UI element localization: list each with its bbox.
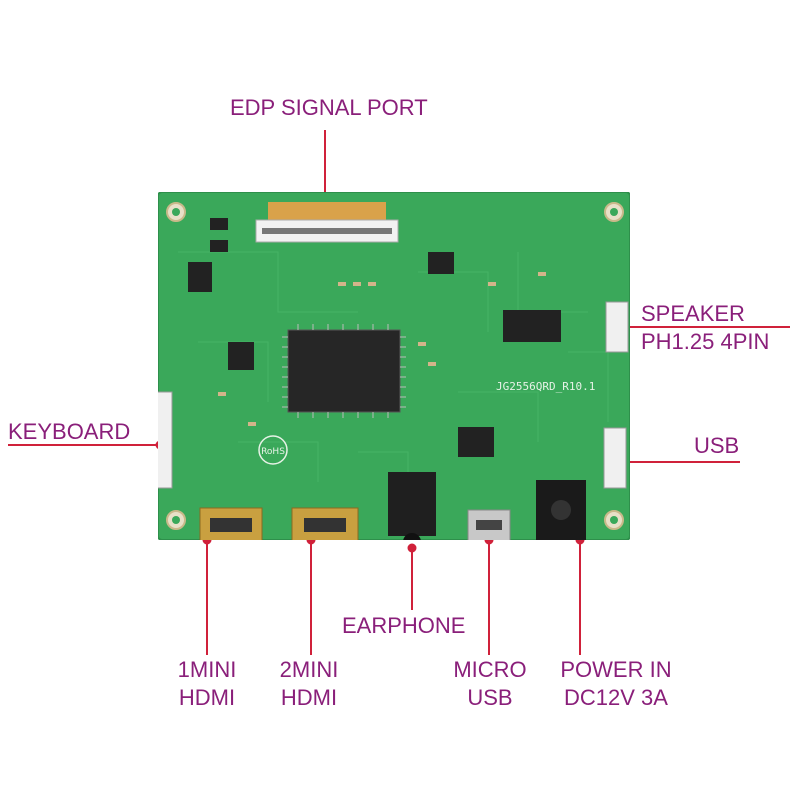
earphone-leader-dot [407, 543, 417, 553]
rohs-text: RoHS [261, 447, 285, 457]
power-in-label-line2: DC12V 3A [564, 684, 668, 710]
mini-hdmi-1-label-line2: HDMI [178, 684, 236, 710]
speaker-label: SPEAKER PH1.25 4PIN [641, 300, 769, 355]
main-chip [287, 329, 401, 413]
pcb-board: RoHS JG2556QRD_R10.1 [158, 192, 630, 540]
board-model-text: JG2556QRD_R10.1 [496, 380, 595, 393]
keyboard-label: KEYBOARD [8, 419, 131, 444]
speaker-connector [605, 301, 629, 353]
usb-label: USB [694, 433, 740, 458]
micro-usb-label-line2: USB [467, 684, 513, 710]
edp-signal-port-label: EDP SIGNAL PORT [230, 95, 428, 120]
edp-flex-tab [268, 202, 386, 224]
earphone-jack [388, 472, 436, 536]
micro-usb-label: MICRO USB [440, 656, 540, 711]
mini-hdmi-1-label: 1MINI HDMI [160, 656, 254, 711]
power-in-label: POWER IN DC12V 3A [548, 656, 684, 711]
keyboard-connector [158, 391, 173, 489]
mini-hdmi-2-label: 2MINI HDMI [262, 656, 356, 711]
micro-usb-label-line1: MICRO [453, 657, 527, 682]
earphone-label: EARPHONE [342, 613, 466, 638]
speaker-label-line2: PH1.25 4PIN [641, 328, 770, 354]
mini-hdmi-1-label-line1: 1MINI [177, 657, 237, 682]
usb-header-connector [603, 427, 627, 489]
audio-amp-chip [503, 310, 561, 342]
rohs-mark [258, 435, 288, 465]
power-in-label-line1: POWER IN [560, 657, 672, 682]
mini-hdmi-2-label-line2: HDMI [280, 684, 338, 710]
speaker-label-line1: SPEAKER [641, 301, 745, 326]
mini-hdmi-2-label-line1: 2MINI [279, 657, 339, 682]
